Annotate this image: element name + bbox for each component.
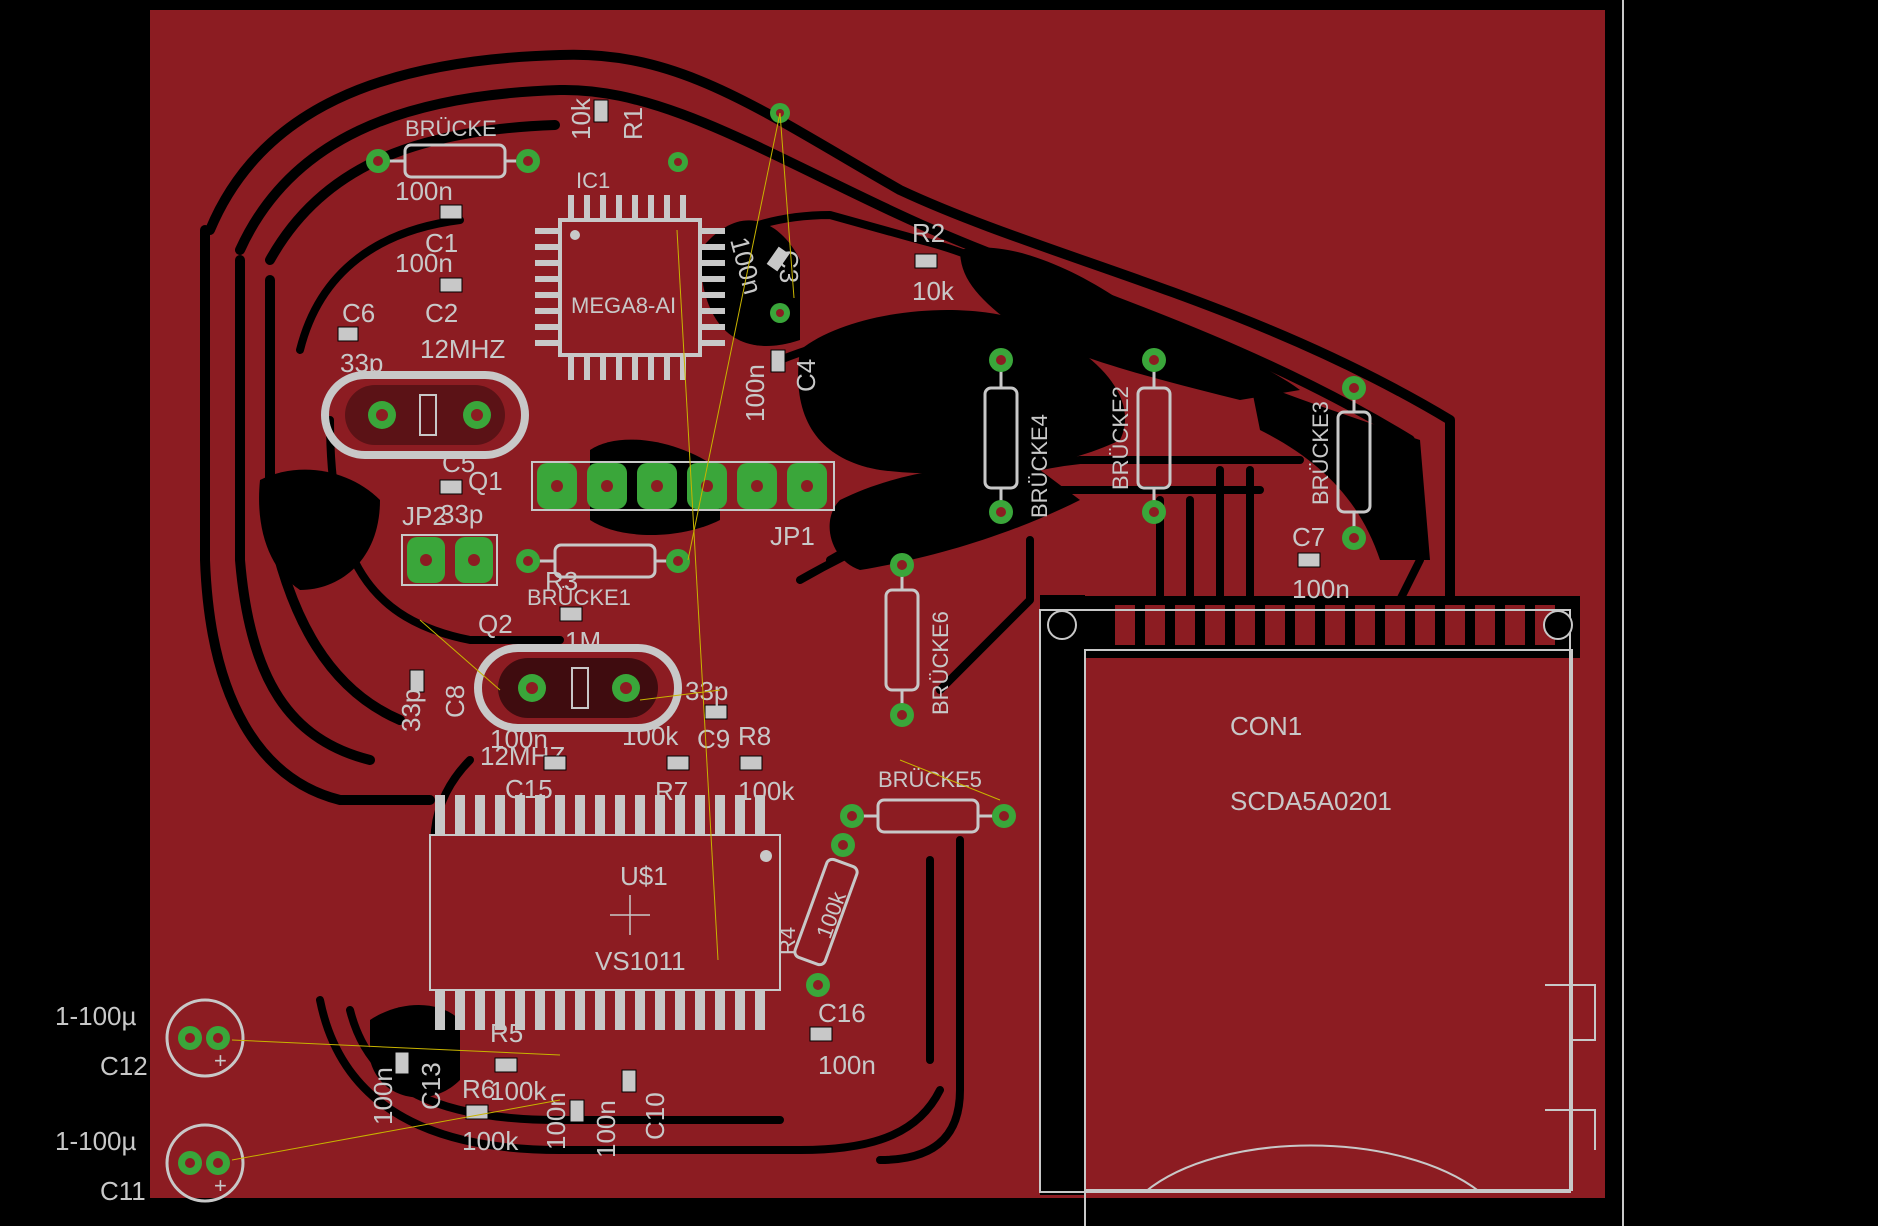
c13-label: C13 [416, 1062, 446, 1110]
r6-value: 100k [462, 1126, 519, 1156]
c8-label: C8 [440, 685, 470, 718]
c9-label: C9 [697, 724, 730, 754]
r4: 100k R4 [775, 833, 859, 997]
r1-value: 10k [566, 97, 596, 140]
r5-label: R5 [490, 1018, 523, 1048]
c4-label: C4 [791, 359, 821, 392]
c11-label: C11 [100, 1176, 146, 1206]
c4-value: 100n [740, 364, 770, 422]
ic1-mega8: IC1 MEGA8-AI [535, 168, 725, 380]
r5-value: 100k [490, 1076, 547, 1106]
bruecke-top-label: BRÜCKE [405, 116, 497, 141]
bruecke3-label: BRÜCKE3 [1308, 401, 1333, 505]
c5-label: C5 [442, 448, 475, 478]
con1-value: SCDA5A0201 [1230, 786, 1392, 816]
c6-value: 33p [340, 348, 383, 378]
svg-text:+: + [214, 1173, 227, 1198]
c3-label: C3 [774, 250, 804, 283]
c12-value: 1-100µ [55, 1001, 136, 1031]
smd-pads [337, 99, 1321, 1123]
ic1-value: MEGA8-AI [571, 293, 676, 318]
c1-label: C1 [425, 228, 458, 258]
bruecke6-label: BRÜCKE6 [928, 611, 953, 715]
bruecke6: BRÜCKE6 [884, 553, 953, 727]
isolation-channels [200, 49, 1455, 1164]
c13-value: 100n [368, 1067, 398, 1125]
ratsnest [231, 112, 1001, 1161]
bruecke5: BRÜCKE5 [840, 767, 1016, 834]
sd-card-connector: CON1 SCDA5A0201 [1039, 595, 1596, 1226]
c12-electrolytic: + 1-100µ C12 [55, 998, 245, 1081]
c6-label: C6 [342, 298, 375, 328]
r3-bruecke1: R3 BRÜCKE1 1M [516, 543, 690, 656]
r1-label: R1 [618, 107, 648, 140]
r2-label: R2 [912, 218, 945, 248]
crystal-top: 12MHZ [321, 334, 529, 459]
c11-value: 1-100µ [55, 1126, 136, 1156]
c9-value: 33p [685, 676, 728, 706]
ic1-label: IC1 [576, 168, 610, 193]
r4-label: R4 [775, 927, 800, 955]
bruecke2: BRÜCKE2 [1108, 348, 1172, 524]
r7-label: R7 [655, 776, 688, 806]
u1-label: U$1 [620, 861, 668, 891]
c1-value: 100n [395, 176, 453, 206]
r-1m-label: 1M [565, 626, 601, 656]
c11-electrolytic: + 1-100µ C11 [55, 1123, 245, 1206]
c2-label: C2 [425, 298, 458, 328]
con1-label: CON1 [1230, 711, 1302, 741]
r7-value: 100k [622, 721, 679, 751]
c10-value: 100n [591, 1100, 621, 1158]
c15-label: C15 [505, 774, 553, 804]
component-labels: 100n C1 100n C2 C6 33p C5 33p Q1 10k R1 … [340, 97, 1350, 1158]
jp1-label: JP1 [770, 521, 815, 551]
bruecke3: BRÜCKE3 [1308, 376, 1372, 550]
bruecke2-label: BRÜCKE2 [1108, 386, 1133, 490]
c8-value: 33p [396, 689, 426, 732]
c12-label: C12 [100, 1051, 148, 1081]
u1-vs1011: U$1 VS1011 [429, 795, 781, 1030]
q2-label: Q2 [478, 609, 513, 639]
u1-value: VS1011 [595, 946, 686, 976]
bruecke5-label: BRÜCKE5 [878, 767, 982, 792]
crystal-top-value: 12MHZ [420, 334, 505, 364]
c7-label: C7 [1292, 522, 1325, 552]
jp2-label: JP2 [402, 501, 447, 531]
c14-value: 100n [541, 1092, 571, 1150]
bruecke4-label: BRÜCKE4 [1027, 414, 1052, 518]
bruecke-top: BRÜCKE [366, 116, 540, 179]
svg-text:+: + [214, 1048, 227, 1073]
c16-label: C16 [818, 998, 866, 1028]
c16-value: 100n [818, 1050, 876, 1080]
jp1-header: JP1 [531, 461, 835, 551]
r8-label: R8 [738, 721, 771, 751]
c2-value: 100n [395, 248, 453, 278]
bruecke4: BRÜCKE4 [983, 348, 1052, 524]
c15-value: 100n [490, 724, 548, 754]
r2-value: 10k [912, 276, 955, 306]
r8-value: 100k [738, 776, 795, 806]
jp2-header: JP2 [401, 501, 498, 586]
r6-label: R6 [462, 1074, 495, 1104]
c10-label: C10 [640, 1092, 670, 1140]
c5-value: 33p [440, 499, 483, 529]
q1-label: Q1 [468, 466, 503, 496]
r3-label: R3 [545, 566, 578, 596]
c7-value: 100n [1292, 574, 1350, 604]
bruecke1-label: BRÜCKE1 [527, 585, 631, 610]
